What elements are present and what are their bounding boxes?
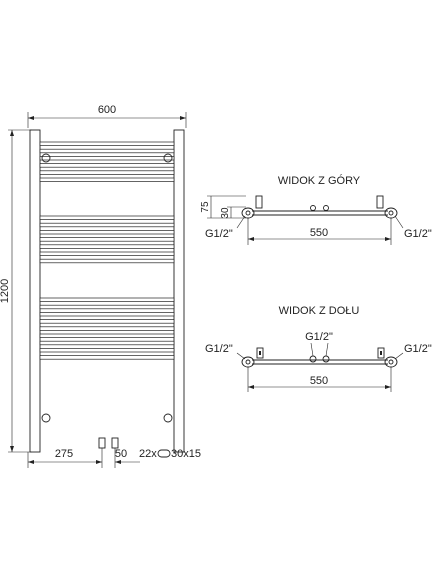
bottom-view: WIDOK Z DOŁU G1/2" G1/2" G1/2" 550 [205, 305, 432, 392]
top-left-connector [241, 207, 255, 219]
top-view: WIDOK Z GÓRY 75 30 G1/2" G1/2" [200, 174, 432, 245]
horizontal-bar [39, 156, 175, 161]
horizontal-bar [39, 163, 175, 168]
mounting-bracket-top-right [163, 153, 173, 163]
horizontal-bar [39, 304, 175, 310]
bottom-valve-right [322, 355, 330, 363]
top-valve-right [323, 205, 329, 211]
spacing-label: 50 [115, 448, 127, 460]
horizontal-bar [39, 222, 175, 228]
width-dimension: 600 [27, 104, 187, 128]
horizontal-bar [39, 312, 175, 317]
bottom-thread-label-left: G1/2" [205, 343, 233, 355]
bottom-view-title: WIDOK Z DOŁU [279, 305, 360, 317]
horizontal-bar [39, 333, 175, 338]
horizontal-bar [39, 319, 175, 324]
horizontal-bar [39, 148, 175, 154]
mounting-bracket-top-left [41, 153, 51, 163]
horizontal-bar [39, 170, 175, 175]
horizontal-bar [39, 326, 175, 331]
bottom-thread-label-center: G1/2" [305, 331, 333, 343]
horizontal-bar [39, 355, 175, 360]
height-label: 1200 [0, 279, 11, 303]
top-width-label: 550 [310, 227, 328, 239]
bottom-left-connector [241, 356, 255, 368]
horizontal-bar [39, 251, 175, 256]
horizontal-bars [39, 141, 175, 360]
bottom-thread-label-right: G1/2" [404, 343, 432, 355]
valve-right [111, 437, 119, 449]
horizontal-bar [39, 177, 175, 182]
front-view: 600 1200 [0, 104, 201, 468]
horizontal-bar [39, 297, 175, 302]
mounting-bracket-bottom-right [163, 413, 173, 423]
bottom-left-bracket [256, 347, 264, 359]
valve-left [98, 437, 106, 449]
oval-tube-section-icon [157, 449, 171, 458]
top-valve-left [310, 205, 316, 211]
horizontal-bar [39, 348, 175, 353]
height-dimension: 1200 [0, 129, 32, 453]
offset-dimension: 275 50 22x 30x15 [27, 448, 201, 468]
right-vertical-tube [173, 129, 185, 453]
bottom-right-bracket [377, 347, 385, 359]
top-view-title: WIDOK Z GÓRY [278, 174, 361, 187]
left-vertical-tube [29, 129, 41, 453]
mounting-bracket-bottom-left [41, 413, 51, 423]
horizontal-bar [39, 244, 175, 249]
horizontal-bar [39, 141, 175, 146]
horizontal-bar [39, 340, 175, 346]
top-thread-label-right: G1/2" [404, 228, 432, 240]
bottom-width-label: 550 [310, 375, 328, 387]
offset-label: 275 [55, 448, 73, 460]
horizontal-bar [39, 215, 175, 220]
width-label: 600 [98, 104, 116, 116]
horizontal-bar [39, 258, 175, 264]
top-thread-label-left: G1/2" [205, 228, 233, 240]
horizontal-bar [39, 230, 175, 235]
tube-section-label: 30x15 [171, 448, 201, 460]
bottom-valve-left [309, 355, 317, 363]
tubes-count-label: 22x [139, 448, 157, 460]
depth-75-label: 75 [200, 201, 211, 213]
depth-30-label: 30 [220, 207, 231, 219]
horizontal-bar [39, 237, 175, 242]
